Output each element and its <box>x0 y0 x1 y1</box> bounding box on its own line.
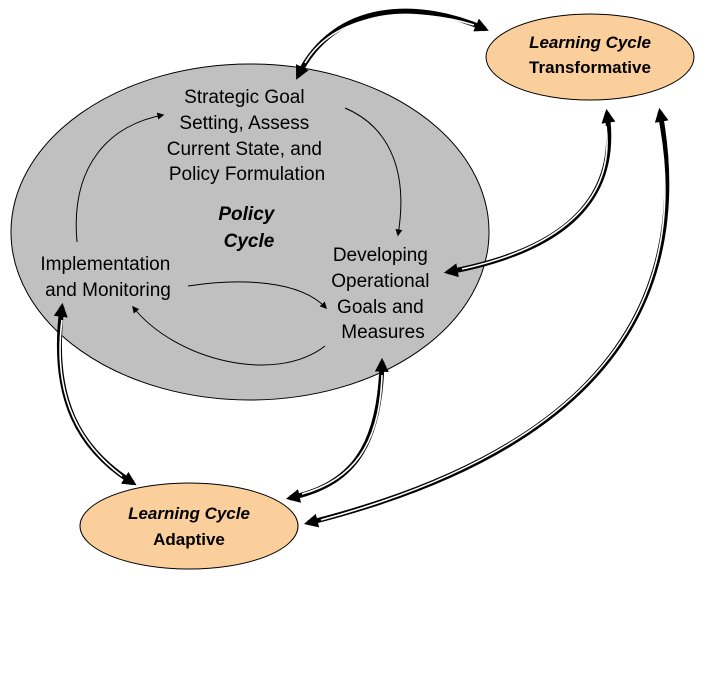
learning-cycle-transformative-ellipse <box>485 13 695 101</box>
implementation-line-1: Implementation <box>40 254 170 275</box>
learning-adaptive-subtitle: Adaptive <box>153 530 225 549</box>
node-implementation-monitoring: Implementation and Monitoring <box>40 254 175 301</box>
node-strategic-goal-setting: Strategic Goal Setting, Assess Current S… <box>167 87 328 185</box>
learning-adaptive-title: Learning Cycle <box>128 504 250 523</box>
double-arrow-implementation-adaptive <box>53 302 137 486</box>
strategic-line-4: Policy Formulation <box>169 164 325 185</box>
developing-line-2: Operational <box>331 271 429 292</box>
strategic-line-1: Strategic Goal <box>184 87 304 108</box>
learning-cycle-adaptive-ellipse <box>79 482 299 570</box>
double-arrow-strategic-transformative <box>295 8 489 80</box>
double-arrow-adaptive-transformative <box>303 107 670 528</box>
policy-cycle-label-line-1: Policy <box>218 204 275 225</box>
policy-cycle-label: Policy Cycle <box>218 204 279 252</box>
strategic-line-2: Setting, Assess <box>179 113 309 134</box>
developing-line-1: Developing <box>333 245 428 266</box>
strategic-line-3: Current State, and <box>167 139 322 160</box>
double-arrow-developing-adaptive <box>285 357 389 503</box>
implementation-line-2: and Monitoring <box>45 280 171 301</box>
developing-line-3: Goals and <box>337 297 424 318</box>
arrow-implementation-to-strategic <box>75 112 165 243</box>
learning-transformative-subtitle: Transformative <box>529 58 651 77</box>
developing-line-4: Measures <box>341 322 424 343</box>
node-developing-operational-goals: Developing Operational Goals and Measure… <box>331 245 435 343</box>
learning-transformative-title: Learning Cycle <box>529 33 651 52</box>
policy-cycle-label-line-2: Cycle <box>224 231 275 252</box>
